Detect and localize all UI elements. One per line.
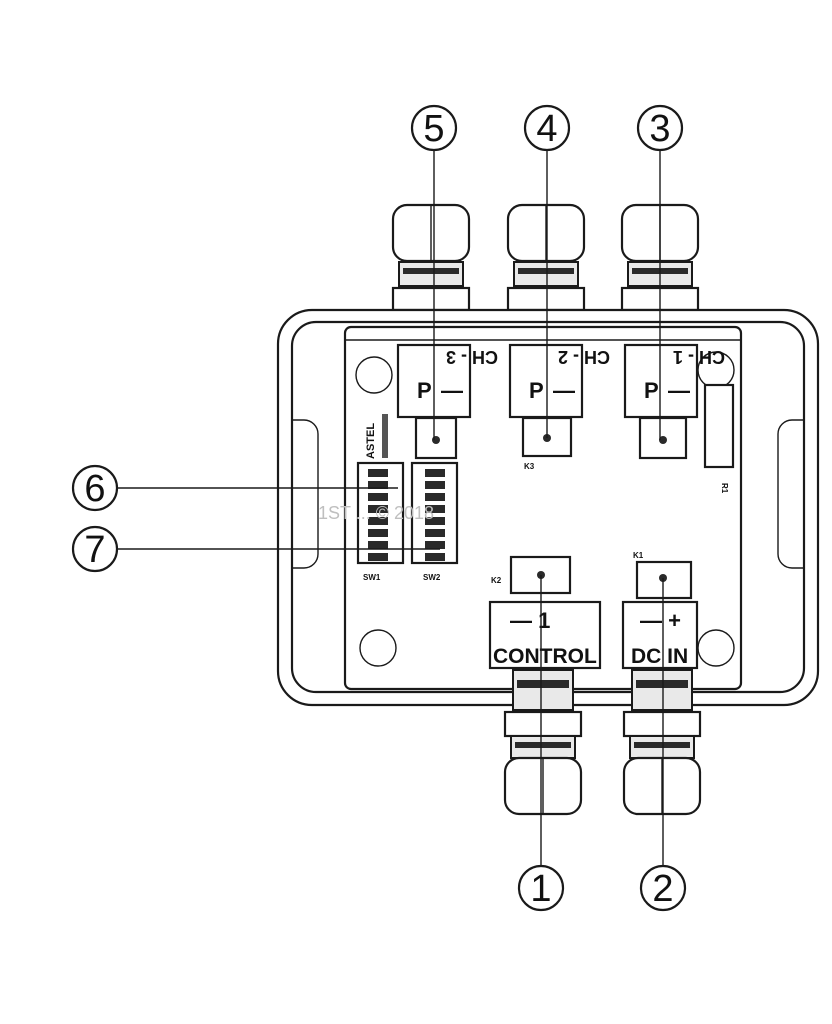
mounting-hole-top-left xyxy=(355,356,393,394)
sw1-label: SW1 xyxy=(363,573,381,582)
k3-tag: K3 xyxy=(524,462,535,471)
sw2-label: SW2 xyxy=(423,573,441,582)
ch1-minus: — xyxy=(668,378,690,403)
svg-text:2: 2 xyxy=(652,868,673,910)
svg-text:4: 4 xyxy=(536,108,557,150)
ch3-p-label: P xyxy=(417,378,432,403)
ch2-minus: — xyxy=(553,378,575,403)
svg-text:3: 3 xyxy=(649,108,670,150)
k2-tag: K2 xyxy=(491,576,502,585)
svg-text:7: 7 xyxy=(84,529,105,571)
ch2-p-label: P xyxy=(529,378,544,403)
ch1-label: CH - 1 xyxy=(673,347,725,367)
svg-text:6: 6 xyxy=(84,468,105,510)
channel-block-ch1: CH - 1 P — xyxy=(623,343,725,460)
control-connector: K2 — 1 CONTROL xyxy=(488,555,602,670)
dip-switch-sw2: SW2 xyxy=(410,461,459,582)
bottom-cable-glands xyxy=(503,669,702,816)
r1-tag: R1 xyxy=(720,483,729,494)
brand-label: ASTEL xyxy=(365,423,377,459)
cable-gland-dc-in xyxy=(622,669,702,816)
svg-text:5: 5 xyxy=(423,108,444,150)
resistor-component xyxy=(703,383,735,469)
callout-5: 5 xyxy=(410,104,458,152)
cable-gland-control xyxy=(503,669,583,816)
ch3-label: CH - 3 xyxy=(446,347,498,367)
control-symbol: — 1 xyxy=(510,608,550,633)
callout-6: 6 xyxy=(71,464,119,512)
svg-text:1: 1 xyxy=(530,868,551,910)
watermark-text: 1ST ... © 2018 xyxy=(318,503,434,523)
callout-1: 1 xyxy=(517,864,565,912)
callout-3: 3 xyxy=(636,104,684,152)
callout-7: 7 xyxy=(71,525,119,573)
callout-4: 4 xyxy=(523,104,571,152)
mounting-hole-bottom-left xyxy=(359,629,397,667)
ch1-p-label: P xyxy=(644,378,659,403)
callout-2: 2 xyxy=(639,864,687,912)
ch3-minus: — xyxy=(441,378,463,403)
callouts: 5 4 3 6 7 1 2 xyxy=(71,104,687,912)
dip-switch-sw1: SW1 xyxy=(356,461,405,582)
k1-tag: K1 xyxy=(633,551,644,560)
brand-barcode xyxy=(382,414,388,458)
control-label: CONTROL xyxy=(493,645,597,668)
ch2-label: CH - 2 xyxy=(558,347,610,367)
dc-in-symbol: — + xyxy=(640,608,681,633)
dc-in-label: DC IN xyxy=(631,645,688,668)
leader-lines xyxy=(117,150,664,866)
